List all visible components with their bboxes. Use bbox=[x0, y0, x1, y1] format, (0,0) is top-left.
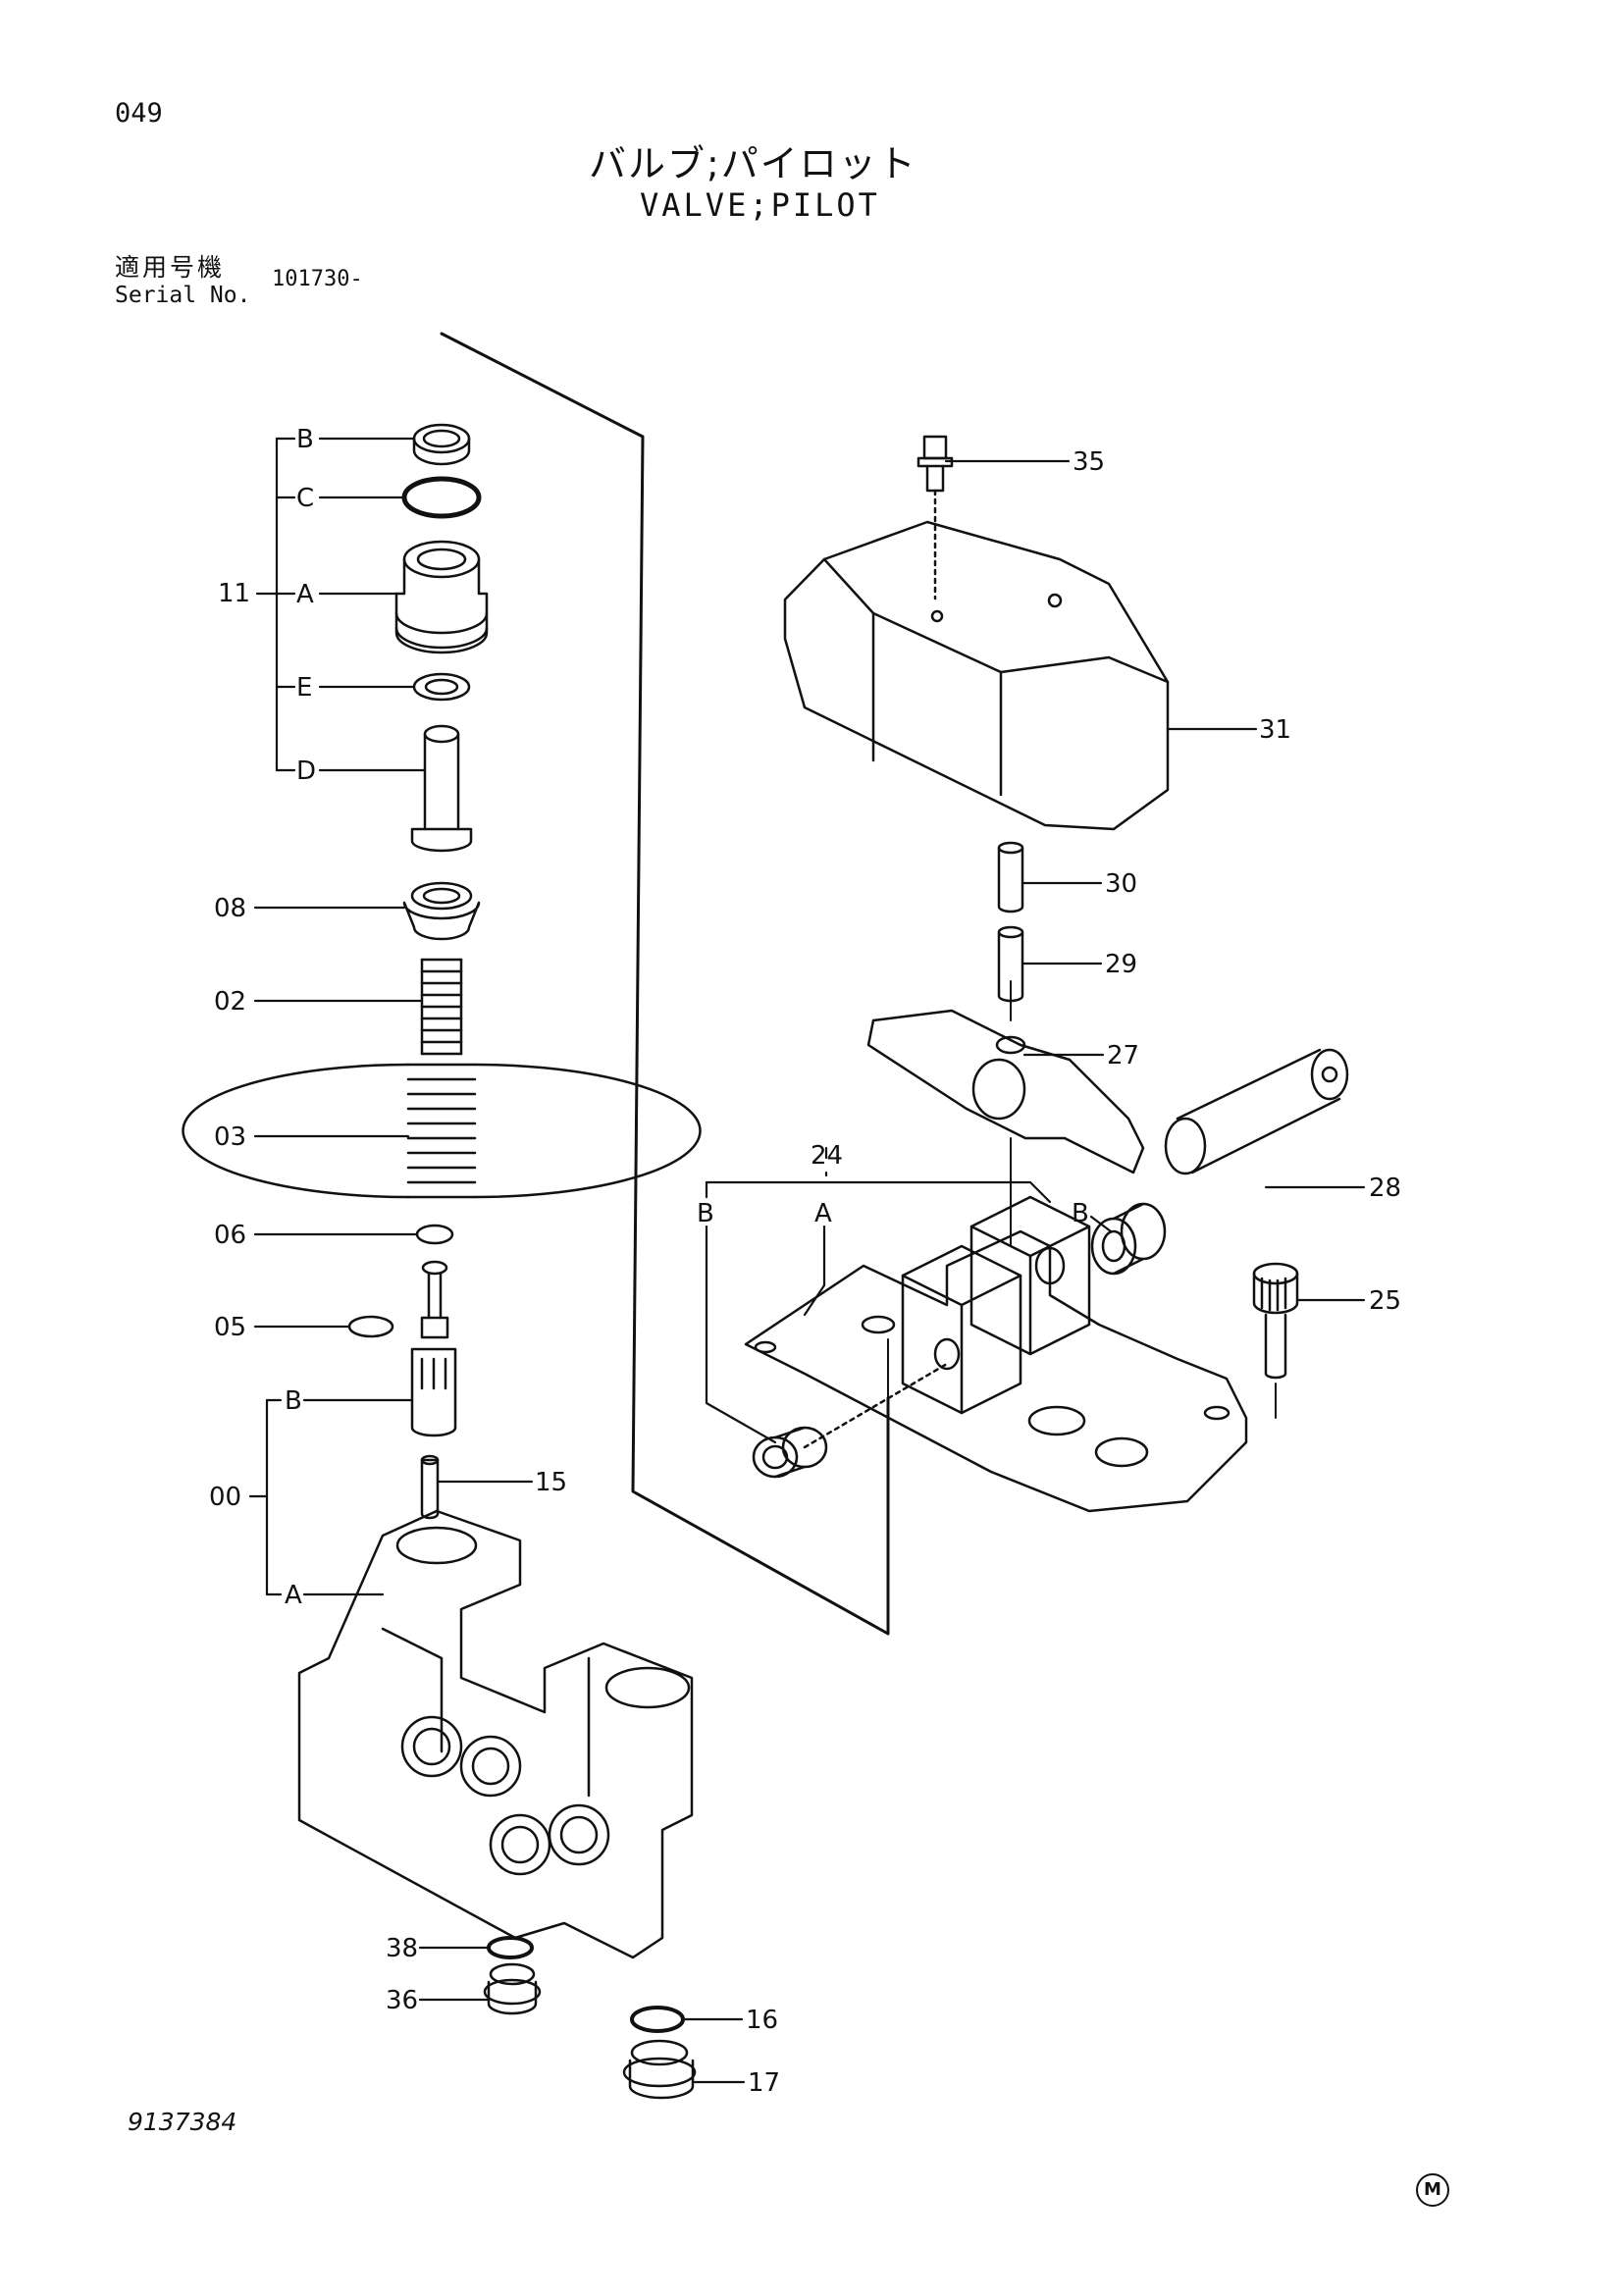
callout-24: 24 bbox=[811, 1141, 843, 1171]
assembly-boundary-line bbox=[440, 332, 890, 1636]
part-11D-pin bbox=[410, 724, 473, 853]
callout-11-A: A bbox=[296, 580, 314, 609]
part-27-lever bbox=[866, 1009, 1145, 1174]
callout-00-A: A bbox=[285, 1581, 302, 1610]
part-11E-ring bbox=[412, 672, 471, 702]
serial-label-japanese: 適用号機 bbox=[115, 253, 226, 282]
callout-16: 16 bbox=[746, 2006, 778, 2035]
callout-29: 29 bbox=[1105, 950, 1137, 979]
part-24A-bracket-plate bbox=[744, 1195, 1248, 1513]
part-11A-sleeve bbox=[394, 540, 489, 654]
document-number: 9137384 bbox=[128, 2108, 237, 2136]
callout-11-D: D bbox=[296, 757, 316, 786]
part-24B-bushing-left bbox=[752, 1362, 949, 1479]
callout-31: 31 bbox=[1259, 715, 1291, 745]
callout-15: 15 bbox=[535, 1468, 567, 1497]
callout-11-E: E bbox=[296, 673, 312, 703]
part-24B-bushing-right bbox=[1090, 1202, 1167, 1276]
callout-25: 25 bbox=[1369, 1286, 1401, 1316]
callout-08: 08 bbox=[214, 894, 246, 923]
part-02-inner-spring bbox=[420, 958, 463, 1056]
callout-11: 11 bbox=[218, 579, 250, 608]
part-28-pin bbox=[1164, 1048, 1349, 1175]
serial-number-value: 101730- bbox=[272, 267, 363, 291]
title-japanese: バルブ;パイロット bbox=[589, 142, 917, 185]
part-05-spool bbox=[347, 1260, 457, 1437]
part-25-screw bbox=[1252, 1262, 1299, 1380]
part-11C-o-ring bbox=[401, 476, 482, 519]
part-00A-valve-body bbox=[297, 1509, 694, 1959]
part-11B-ring bbox=[412, 423, 471, 466]
registered-mark: M bbox=[1416, 2173, 1449, 2207]
callout-05: 05 bbox=[214, 1313, 246, 1342]
callout-02: 02 bbox=[214, 987, 246, 1017]
part-35-bolt bbox=[916, 435, 954, 600]
assembly-guide-lines bbox=[887, 980, 1277, 1419]
callout-00-B: B bbox=[285, 1386, 302, 1416]
part-15-pin bbox=[420, 1454, 440, 1520]
callout-06: 06 bbox=[214, 1221, 246, 1250]
callout-17: 17 bbox=[748, 2068, 780, 2098]
callout-36: 36 bbox=[386, 1986, 418, 2015]
part-31-cover bbox=[783, 520, 1170, 831]
part-36-plug bbox=[483, 1962, 542, 2015]
part-03-outer-spring bbox=[182, 1063, 702, 1199]
title-english: VALVE;PILOT bbox=[640, 186, 880, 224]
part-16-o-ring bbox=[630, 2006, 685, 2033]
page-number: 049 bbox=[115, 98, 163, 129]
callout-11-B: B bbox=[296, 425, 314, 454]
callout-24-B-left: B bbox=[697, 1199, 714, 1228]
callout-24-B-right: B bbox=[1072, 1199, 1089, 1228]
callout-03: 03 bbox=[214, 1122, 246, 1152]
callout-30: 30 bbox=[1105, 869, 1137, 899]
serial-label-english: Serial No. bbox=[115, 283, 251, 308]
part-30-tube bbox=[997, 841, 1024, 913]
part-17-plug bbox=[622, 2039, 697, 2100]
callout-11-C: C bbox=[296, 484, 314, 513]
callout-27: 27 bbox=[1107, 1041, 1139, 1070]
callout-35: 35 bbox=[1073, 447, 1105, 477]
callout-labels: 11 B C A E D 08 02 03 06 05 00 B A 15 38… bbox=[209, 425, 1401, 2098]
callout-38: 38 bbox=[386, 1934, 418, 1963]
callout-00: 00 bbox=[209, 1483, 241, 1512]
callout-28: 28 bbox=[1369, 1174, 1401, 1203]
part-08-spring-seat bbox=[402, 881, 481, 941]
part-38-o-ring bbox=[487, 1936, 534, 1959]
part-06-washer bbox=[415, 1224, 454, 1245]
leader-lines bbox=[248, 437, 1366, 2084]
callout-24-A: A bbox=[814, 1199, 832, 1228]
